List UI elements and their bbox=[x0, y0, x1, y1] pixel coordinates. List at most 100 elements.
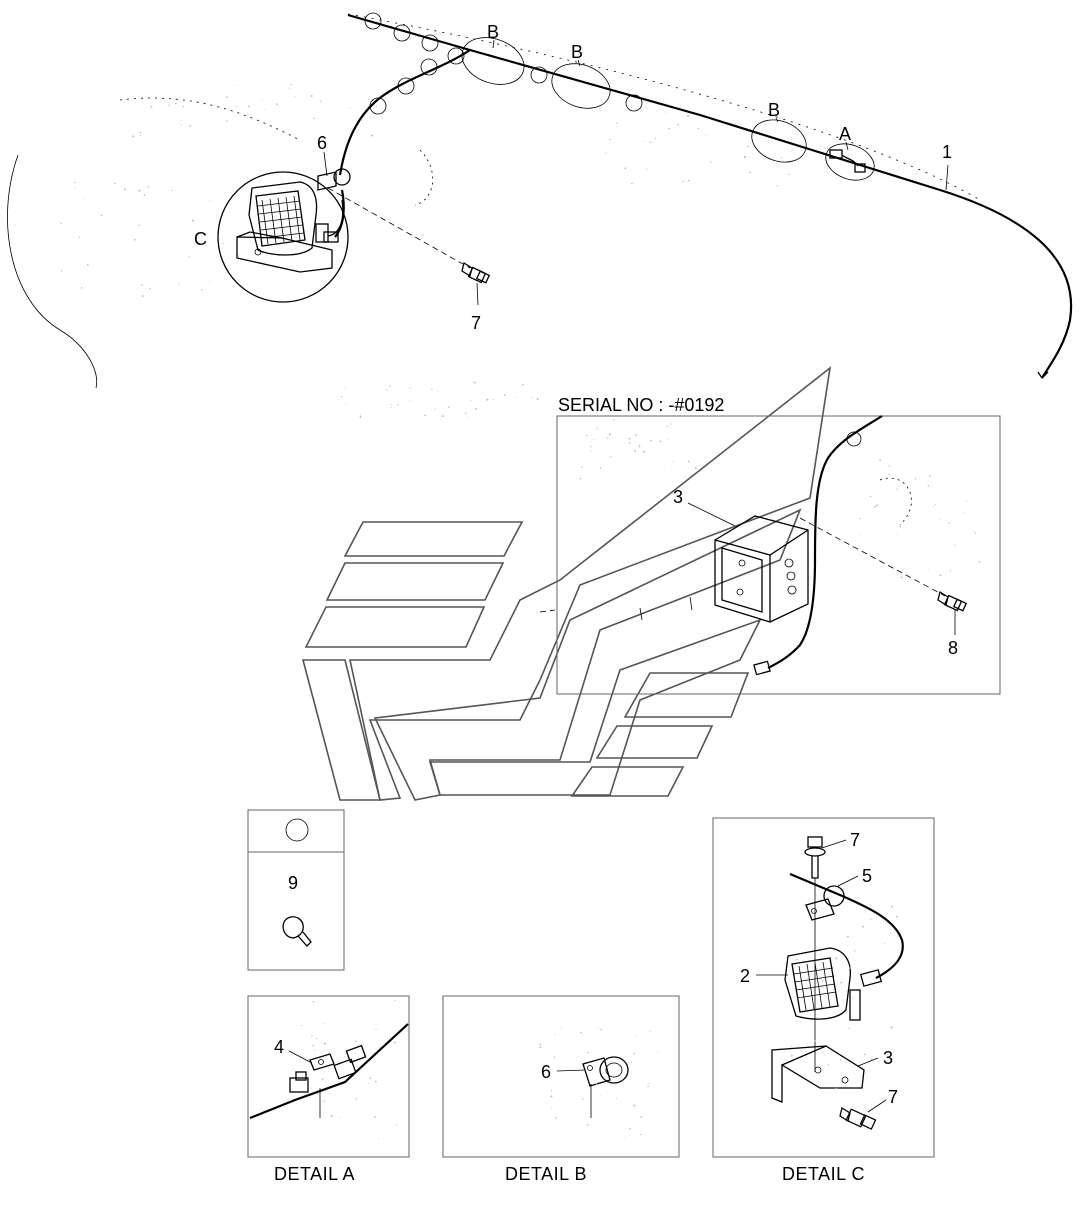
speckle-dot bbox=[386, 389, 388, 391]
speckle-dot bbox=[355, 1097, 358, 1100]
speckle-dot bbox=[889, 932, 892, 935]
speckle-dot bbox=[896, 935, 898, 936]
speckle-dot bbox=[311, 1034, 313, 1037]
speckle-dot bbox=[141, 283, 143, 286]
speckle-dot bbox=[345, 403, 347, 405]
caption-detail-c: DETAIL C bbox=[782, 1164, 865, 1184]
speckle-dot bbox=[320, 100, 322, 102]
speckle-dot bbox=[86, 263, 89, 266]
speckle-dot bbox=[180, 119, 182, 121]
speckle-noise bbox=[60, 83, 981, 1140]
speckle-dot bbox=[475, 407, 477, 410]
speckle-dot bbox=[590, 440, 592, 442]
speckle-dot bbox=[138, 224, 140, 227]
speckle-dot bbox=[776, 185, 779, 187]
speckle-dot bbox=[899, 526, 902, 528]
speckle-dot bbox=[468, 417, 470, 419]
speckle-dot bbox=[628, 442, 631, 444]
speckle-dot bbox=[200, 289, 203, 291]
callout-main-a: A bbox=[839, 124, 851, 144]
speckle-dot bbox=[175, 102, 177, 105]
speckle-dot bbox=[73, 181, 76, 184]
speckle-dot bbox=[974, 532, 977, 534]
speckle-dot bbox=[638, 445, 641, 448]
speckle-dot bbox=[624, 1137, 626, 1138]
speckle-dot bbox=[143, 194, 146, 196]
speckle-dot bbox=[330, 1115, 333, 1117]
speckle-dot bbox=[743, 156, 746, 159]
machine-body-outline bbox=[7, 13, 981, 526]
speckle-dot bbox=[634, 471, 636, 473]
speckle-dot bbox=[929, 474, 932, 477]
speckle-dot bbox=[747, 145, 750, 148]
speckle-dot bbox=[289, 87, 291, 89]
speckle-dot bbox=[139, 131, 142, 134]
speckle-dot bbox=[389, 385, 391, 387]
speckle-dot bbox=[473, 381, 476, 384]
speckle-dot bbox=[595, 1083, 598, 1086]
speckle-dot bbox=[324, 1042, 326, 1045]
speckle-dot bbox=[236, 84, 238, 86]
speckle-dot bbox=[290, 83, 292, 86]
speckle-dot bbox=[734, 122, 736, 125]
speckle-dot bbox=[687, 179, 690, 182]
speckle-dot bbox=[933, 524, 935, 526]
callout-detail-c-2: 2 bbox=[740, 966, 750, 986]
callout-main-b1: B bbox=[487, 22, 499, 42]
speckle-dot bbox=[366, 1098, 368, 1100]
speckle-dot bbox=[590, 446, 592, 448]
speckle-dot bbox=[666, 425, 669, 427]
speckle-dot bbox=[633, 1104, 636, 1107]
speckle-dot bbox=[870, 1058, 873, 1061]
detail-a-connector bbox=[825, 143, 875, 181]
speckle-dot bbox=[978, 560, 981, 563]
speckle-dot bbox=[550, 1107, 552, 1109]
speckle-dot bbox=[192, 219, 194, 222]
speckle-dot bbox=[791, 150, 793, 152]
speckle-dot bbox=[222, 242, 224, 245]
speckle-dot bbox=[84, 199, 85, 201]
speckle-dot bbox=[864, 1053, 866, 1056]
speckle-dot bbox=[367, 98, 369, 101]
detail-b-ellipses bbox=[461, 37, 807, 163]
callout-detail-c-3: 3 bbox=[883, 1048, 893, 1068]
main-leader-lines bbox=[323, 39, 949, 306]
speckle-dot bbox=[375, 1028, 377, 1030]
speckle-dot bbox=[248, 105, 250, 108]
speckle-dot bbox=[339, 1117, 341, 1119]
speckle-dot bbox=[874, 505, 876, 508]
speckle-dot bbox=[888, 465, 890, 467]
speckle-dot bbox=[113, 182, 116, 185]
speckle-dot bbox=[791, 1045, 793, 1047]
speckle-dot bbox=[359, 415, 362, 418]
speckle-dot bbox=[140, 135, 142, 137]
speckle-dot bbox=[226, 120, 228, 122]
speckle-dot bbox=[647, 1085, 649, 1088]
serial-number-label: SERIAL NO : -#0192 bbox=[558, 395, 724, 415]
speckle-dot bbox=[705, 134, 706, 136]
speckle-dot bbox=[890, 1026, 893, 1029]
speckle-dot bbox=[138, 189, 141, 192]
speckle-dot bbox=[148, 287, 151, 290]
speckle-dot bbox=[835, 957, 838, 960]
speckle-dot bbox=[441, 415, 444, 418]
callout-detail-c-5: 5 bbox=[862, 866, 872, 886]
speckle-dot bbox=[599, 467, 602, 469]
speckle-dot bbox=[687, 460, 690, 463]
speckle-dot bbox=[316, 1093, 319, 1095]
speckle-dot bbox=[600, 1028, 602, 1031]
speckle-dot bbox=[369, 1077, 372, 1080]
speckle-dot bbox=[840, 981, 843, 984]
speckle-dot bbox=[312, 1000, 315, 1003]
speckle-dot bbox=[78, 236, 81, 239]
speckle-dot bbox=[522, 383, 524, 386]
speckle-dot bbox=[616, 122, 618, 124]
speckle-dot bbox=[896, 488, 898, 490]
speckle-dot bbox=[148, 185, 150, 187]
speckle-dot bbox=[670, 423, 672, 425]
speckle-dot bbox=[586, 1124, 589, 1126]
callout-detail-c-7a: 7 bbox=[850, 830, 860, 850]
speckle-dot bbox=[749, 171, 751, 174]
speckle-dot bbox=[431, 388, 433, 390]
speckle-dot bbox=[862, 925, 864, 928]
